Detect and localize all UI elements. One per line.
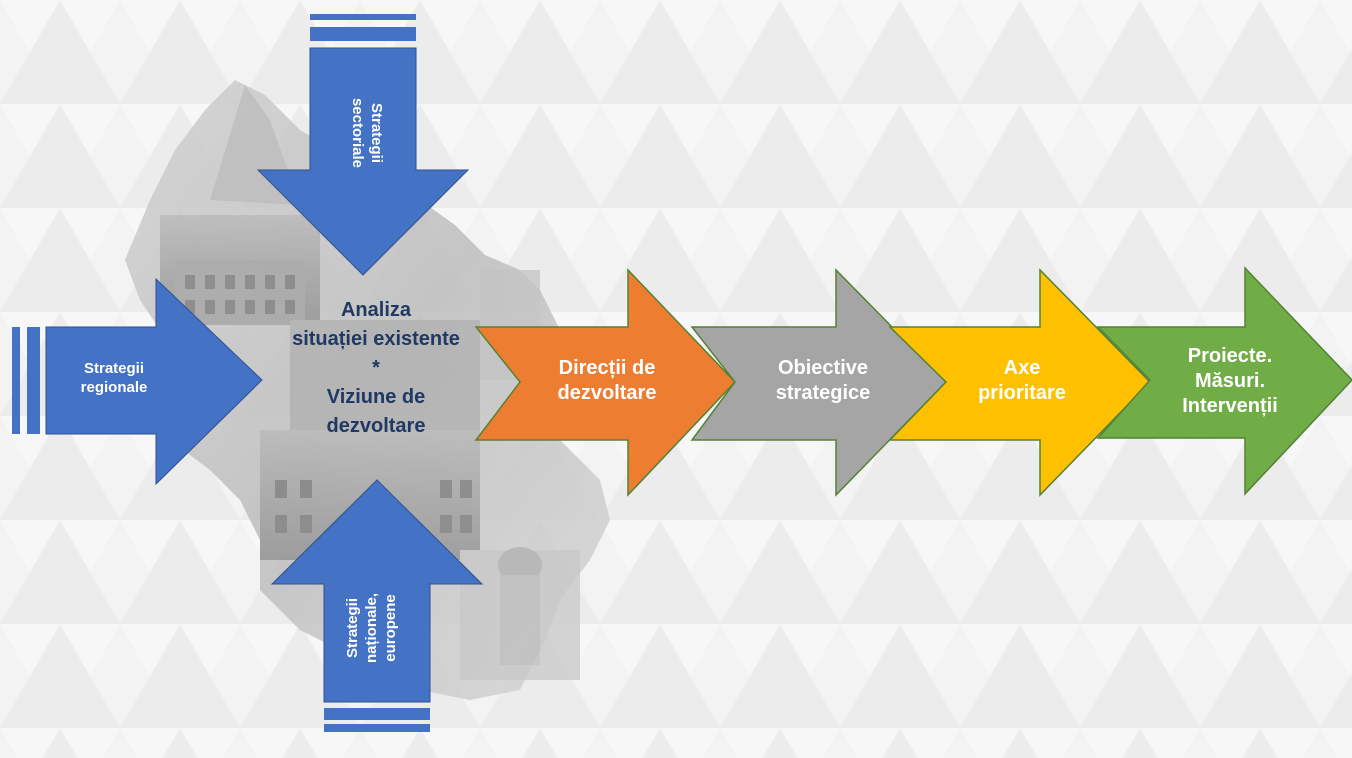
label-left-input: Strategii regionale	[56, 360, 172, 398]
label-chain-3: Axe prioritare	[947, 356, 1097, 406]
label-left-input-line1: Strategii	[83, 360, 144, 377]
arrow-chain-4	[1096, 266, 1352, 496]
label-bottom-input-line1: Strategii	[344, 598, 361, 659]
center-line-situatiei: situației existente	[292, 328, 460, 350]
arrow-chain-2	[690, 268, 948, 497]
label-chain-4-line2: Măsuri.	[1194, 370, 1266, 392]
center-line-analiza: Analiza	[340, 299, 412, 321]
label-chain-2: Obiective strategice	[748, 356, 898, 406]
label-chain-3-line1: Axe	[1003, 357, 1041, 379]
arrow-bottom-input	[270, 479, 484, 732]
center-line-dezvoltare: dezvoltare	[326, 415, 426, 437]
label-chain-2-line2: strategice	[775, 382, 871, 404]
label-chain-4: Proiecte. Măsuri. Intervenții	[1150, 344, 1310, 419]
arrow-chain-3	[888, 268, 1152, 497]
arrow-chain-1	[474, 268, 737, 497]
label-chain-4-line3: Intervenții	[1182, 395, 1278, 417]
center-analysis-vision: Analiza situației existente * Viziune de…	[268, 296, 484, 441]
arrow-top-input	[256, 14, 470, 276]
label-bottom-input-line2: naționale,	[362, 593, 380, 664]
label-chain-3-line2: prioritare	[978, 382, 1066, 404]
label-bottom-input: Strategii naționale, europene	[344, 563, 410, 693]
label-bottom-input-line3: europene	[381, 594, 399, 662]
label-left-input-line2: regionale	[80, 378, 148, 396]
label-chain-2-line1: Obiective	[777, 357, 869, 379]
label-chain-1: Direcții de dezvoltare	[532, 356, 682, 406]
label-chain-1-line1: Direcții de	[558, 357, 656, 379]
label-top-input: Strategii sectoriale	[341, 73, 385, 193]
center-line-asterisk: *	[372, 357, 380, 379]
label-chain-4-line1: Proiecte.	[1187, 345, 1273, 367]
arrow-left-input	[12, 277, 263, 486]
center-line-viziune: Viziune de	[326, 386, 426, 408]
label-top-input-line2: sectoriale	[349, 97, 367, 169]
label-top-input-line1: Strategii	[368, 102, 385, 163]
label-chain-1-line2: dezvoltare	[557, 382, 657, 404]
photo-rocks	[290, 320, 480, 430]
